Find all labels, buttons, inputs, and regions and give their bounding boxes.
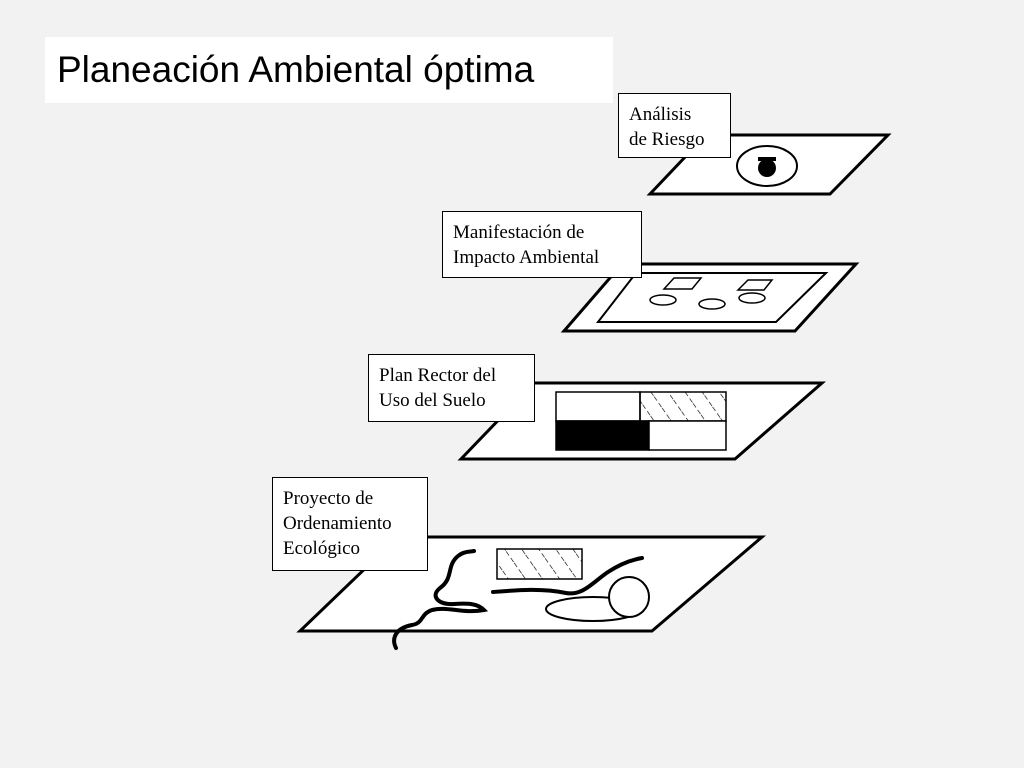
label-proyecto-ordenamiento: Proyecto de Ordenamiento Ecológico	[272, 477, 428, 571]
land-use-cell-black	[555, 420, 650, 451]
label-line: de Riesgo	[629, 129, 705, 150]
risk-point-marker	[758, 159, 776, 177]
label-line: Impacto Ambiental	[453, 247, 600, 268]
layer-inner-border	[595, 272, 829, 323]
label-line: Manifestación de	[453, 222, 585, 243]
impact-ellipse-right	[738, 292, 766, 304]
risk-point-cap	[758, 157, 776, 161]
land-use-cell-light	[648, 420, 727, 451]
label-analisis-de-riesgo: Análisis de Riesgo	[618, 93, 731, 158]
label-manifestacion-impacto: Manifestación de Impacto Ambiental	[442, 211, 642, 278]
land-use-cell-white	[555, 391, 641, 422]
label-line: Análisis	[629, 104, 692, 125]
eco-zone-circle	[608, 576, 650, 618]
impact-ellipse-left	[649, 294, 677, 306]
label-line: Ordenamiento	[283, 513, 392, 534]
label-plan-rector: Plan Rector del Uso del Suelo	[368, 354, 535, 422]
river-line-left	[392, 549, 489, 650]
river-line-right	[491, 556, 644, 596]
label-line: Plan Rector del	[379, 365, 497, 386]
label-line: Uso del Suelo	[379, 390, 486, 411]
slide-title: Planeación Ambiental óptima	[45, 37, 613, 103]
impact-rect-right	[736, 279, 774, 291]
impact-ellipse-center	[698, 298, 726, 310]
layer-manifestacion-impacto	[560, 262, 860, 333]
label-line: Proyecto de	[283, 488, 374, 509]
eco-zone-hatched	[496, 548, 583, 580]
impact-rect-left	[662, 277, 703, 290]
label-line: Ecológico	[283, 538, 361, 559]
land-use-cell-hatched	[639, 391, 727, 422]
layer-plan-rector	[457, 381, 826, 461]
